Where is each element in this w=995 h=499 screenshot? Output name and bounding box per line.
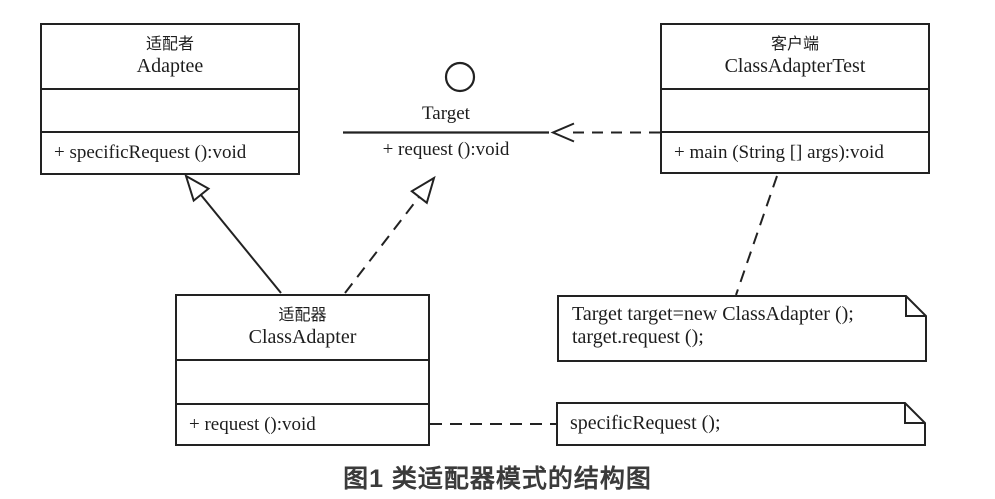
class-name-en: ClassAdapterTest: [724, 55, 866, 78]
class-box-adapter: 适配器 ClassAdapter + request ():void: [175, 294, 430, 446]
note-fold-icon: [904, 403, 925, 424]
class-method-adapter: + request ():void: [177, 403, 428, 444]
class-name-cn: 客户端: [770, 35, 819, 53]
class-title-adaptee: 适配者 Adaptee: [42, 25, 298, 88]
class-method-client: + main (String [] args):void: [662, 131, 928, 172]
note-shape-adapter-code: [556, 402, 926, 446]
class-box-client: 客户端 ClassAdapterTest + main (String [] a…: [660, 23, 930, 174]
class-name-en: ClassAdapter: [248, 326, 357, 349]
note-anchor-client-code: [735, 175, 778, 296]
realization-arrow-adapter-to-target: [344, 175, 436, 294]
interface-name-target: Target: [422, 103, 470, 124]
class-title-adapter: 适配器 ClassAdapter: [177, 296, 428, 359]
class-attributes-adaptee: [42, 88, 298, 131]
note-client-code: Target target=new ClassAdapter (); targe…: [572, 303, 854, 349]
class-method-adaptee: + specificRequest ():void: [42, 131, 298, 173]
note-line: target.request ();: [572, 326, 704, 348]
dependency-arrow-client-to-target: [550, 122, 660, 143]
interface-circle-icon: [444, 61, 476, 93]
class-attributes-adapter: [177, 359, 428, 403]
class-attributes-client: [662, 88, 928, 131]
interface-method-target: + request ():void: [382, 139, 510, 160]
note-line: Target target=new ClassAdapter ();: [572, 303, 854, 325]
note-line: specificRequest ();: [570, 412, 721, 434]
generalization-arrow-adapter-to-adaptee: [184, 173, 282, 294]
class-name-cn: 适配器: [278, 306, 327, 324]
class-name-cn: 适配者: [145, 35, 194, 53]
class-box-adaptee: 适配者 Adaptee + specificRequest ():void: [40, 23, 300, 175]
note-fold-icon: [905, 296, 926, 317]
note-adapter-code: specificRequest ();: [570, 412, 721, 435]
note-shape-client-code: [557, 295, 927, 362]
class-name-en: Adaptee: [136, 55, 204, 78]
class-title-client: 客户端 ClassAdapterTest: [662, 25, 928, 88]
figure-caption: 图1 类适配器模式的结构图: [343, 465, 652, 493]
